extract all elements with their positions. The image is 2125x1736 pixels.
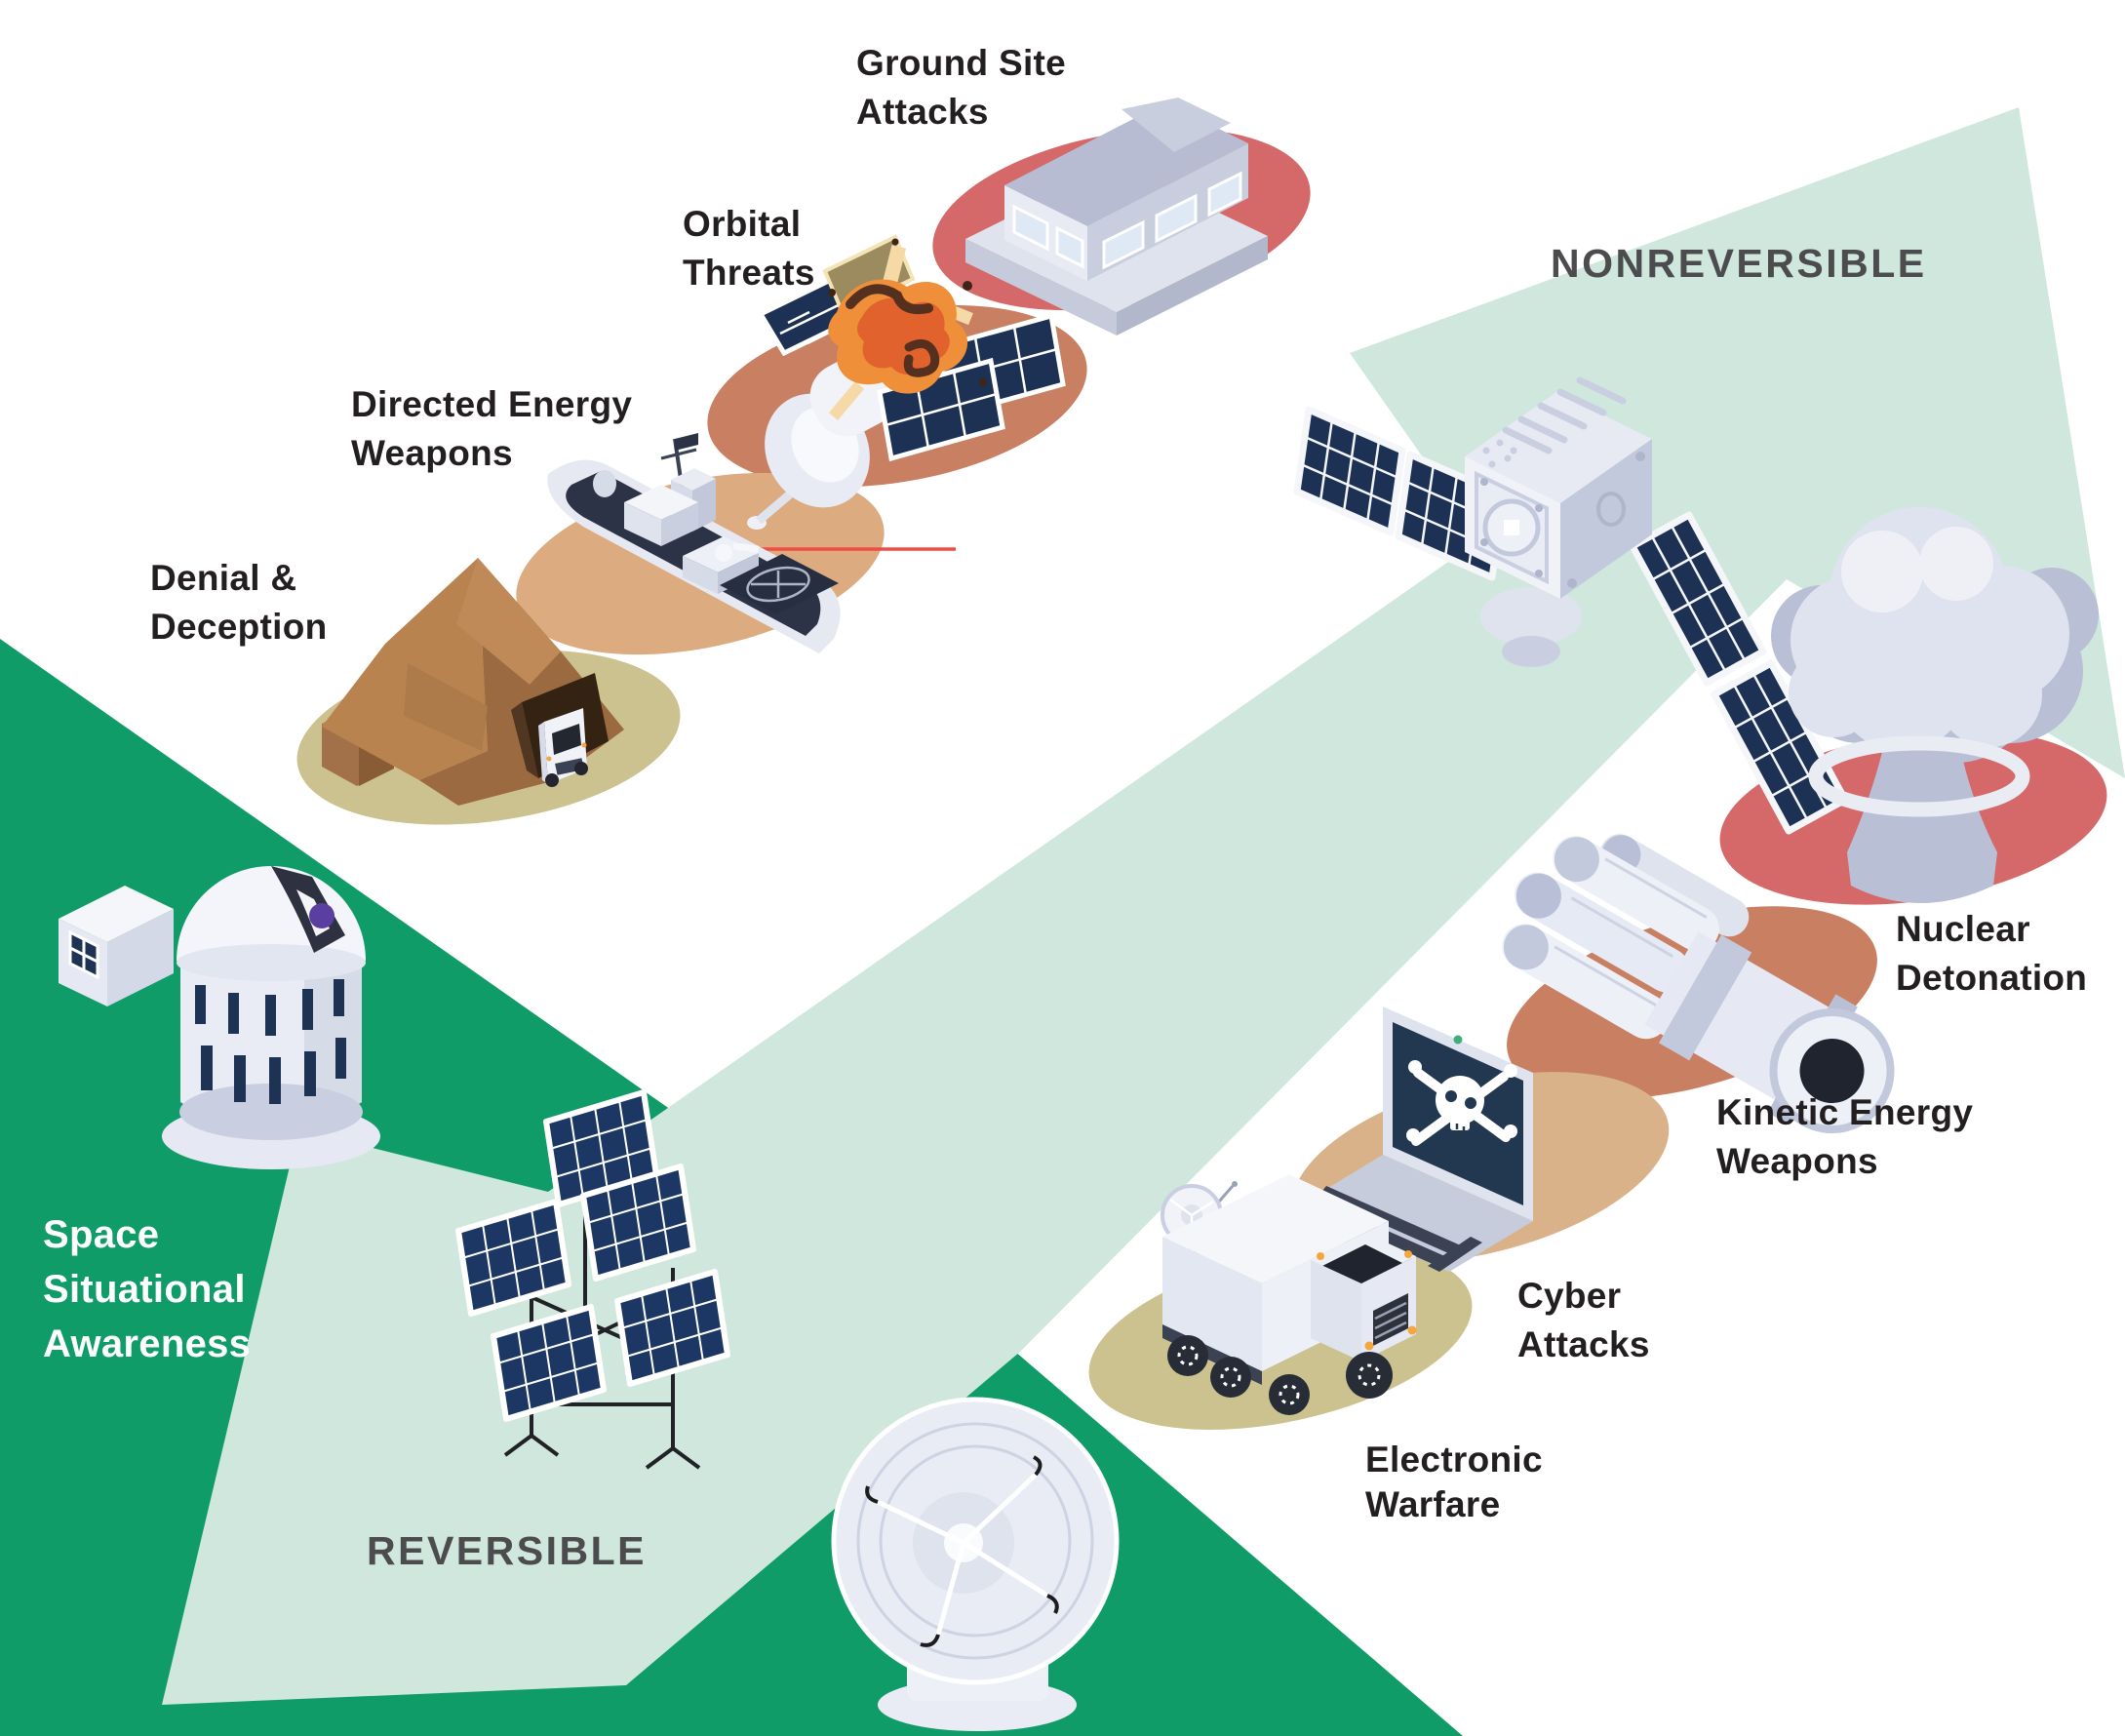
label-directed-energy: Directed Energy Weapons: [351, 384, 633, 473]
label-denial-deception: Denial & Deception: [150, 558, 328, 647]
label-kinetic-energy: Kinetic Energy Weapons: [1716, 1092, 1974, 1181]
label-ground-site-attacks: Ground Site Attacks: [856, 43, 1067, 132]
skull-icon: [1406, 1060, 1517, 1146]
ground-station-dish-icon: [831, 1397, 1120, 1731]
hidden-truck-icon: [538, 708, 588, 787]
label-orbital-threats: Orbital Threats: [683, 204, 815, 293]
truck-wheels: [1167, 1335, 1393, 1415]
label-reversible: REVERSIBLE: [367, 1528, 647, 1573]
satellite-icon: [1293, 376, 1849, 835]
orbital-threat-exploding-satellite-icon: [747, 234, 1066, 530]
observatory-icon: [59, 866, 380, 1169]
label-electronic-warfare: Electronic Warfare: [1365, 1440, 1543, 1524]
ground-site-building-icon: [965, 98, 1268, 335]
kinetic-missile-icon: [1502, 834, 1895, 1133]
label-nonreversible: NONREVERSIBLE: [1551, 241, 1927, 286]
label-cyber-attacks: Cyber Attacks: [1517, 1276, 1650, 1364]
solar-panels-icon: [455, 1089, 730, 1470]
nuclear-mushroom-cloud-icon: [1771, 507, 2099, 903]
label-nuclear-detonation: Nuclear Detonation: [1896, 909, 2088, 998]
label-space-situational-awareness: Space Situational Awareness: [43, 1213, 252, 1365]
warship-icon: [547, 433, 956, 653]
mountain-bunker-icon: [322, 558, 624, 806]
ew-truck-icon: [1161, 1174, 1417, 1415]
solar-panel: [455, 1089, 730, 1422]
